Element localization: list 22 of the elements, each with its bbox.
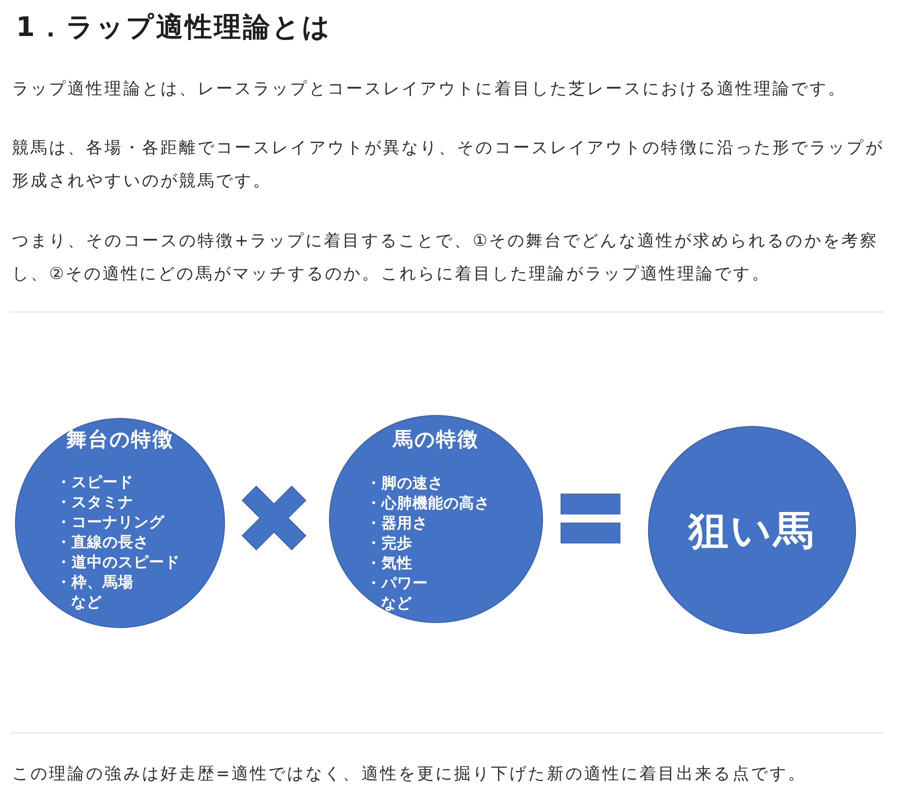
list-item: など xyxy=(71,592,102,612)
page-heading: 1．ラップ適性理論とは xyxy=(16,11,332,45)
list-item: ・スタミナ xyxy=(56,492,134,512)
list-item: ・パワー xyxy=(366,573,428,593)
paragraph: 競馬は、各場・各距離でコースレイアウトが異なり、そのコースレイアウトの特徴に沿った形でラップが形成されやすいのが競馬です。 xyxy=(12,136,885,192)
list-item: ・脚の速さ xyxy=(366,473,444,493)
circle-heading: 舞台の特徴 xyxy=(66,426,174,452)
paragraph: ラップ適性理論とは、レースラップとコースレイアウトに着目した芝レースにおける適性理論です。 xyxy=(12,78,848,100)
list-item: ・枠、馬場 xyxy=(56,572,134,592)
list-item: ・スピード xyxy=(56,472,134,492)
list-item: ・器用さ xyxy=(366,513,428,533)
list-item: など xyxy=(381,593,412,613)
list-item: ・完歩 xyxy=(366,533,412,553)
list-item: ・直線の長さ xyxy=(56,532,149,552)
paragraph: この理論の強みは好走歴=適性ではなく、適性を更に掘り下げた新の適性に着目出来る点です。 xyxy=(12,762,808,784)
result-label: 狙い馬 xyxy=(688,507,816,556)
list-item: ・心肺機能の高さ xyxy=(366,493,490,513)
list-item: ・道中のスピード xyxy=(56,552,180,572)
list-item: ・コーナリング xyxy=(56,512,164,532)
paragraph: つまり、そのコースの特徴+ラップに着目することで、①その舞台でどんな適性が求められるのかを考察し、②その適性にどの馬がマッチするのか。これらに着目した理論がラップ適性理論です。 xyxy=(12,230,880,284)
list-item: ・気性 xyxy=(366,553,412,573)
circle-heading: 馬の特徴 xyxy=(393,426,479,452)
